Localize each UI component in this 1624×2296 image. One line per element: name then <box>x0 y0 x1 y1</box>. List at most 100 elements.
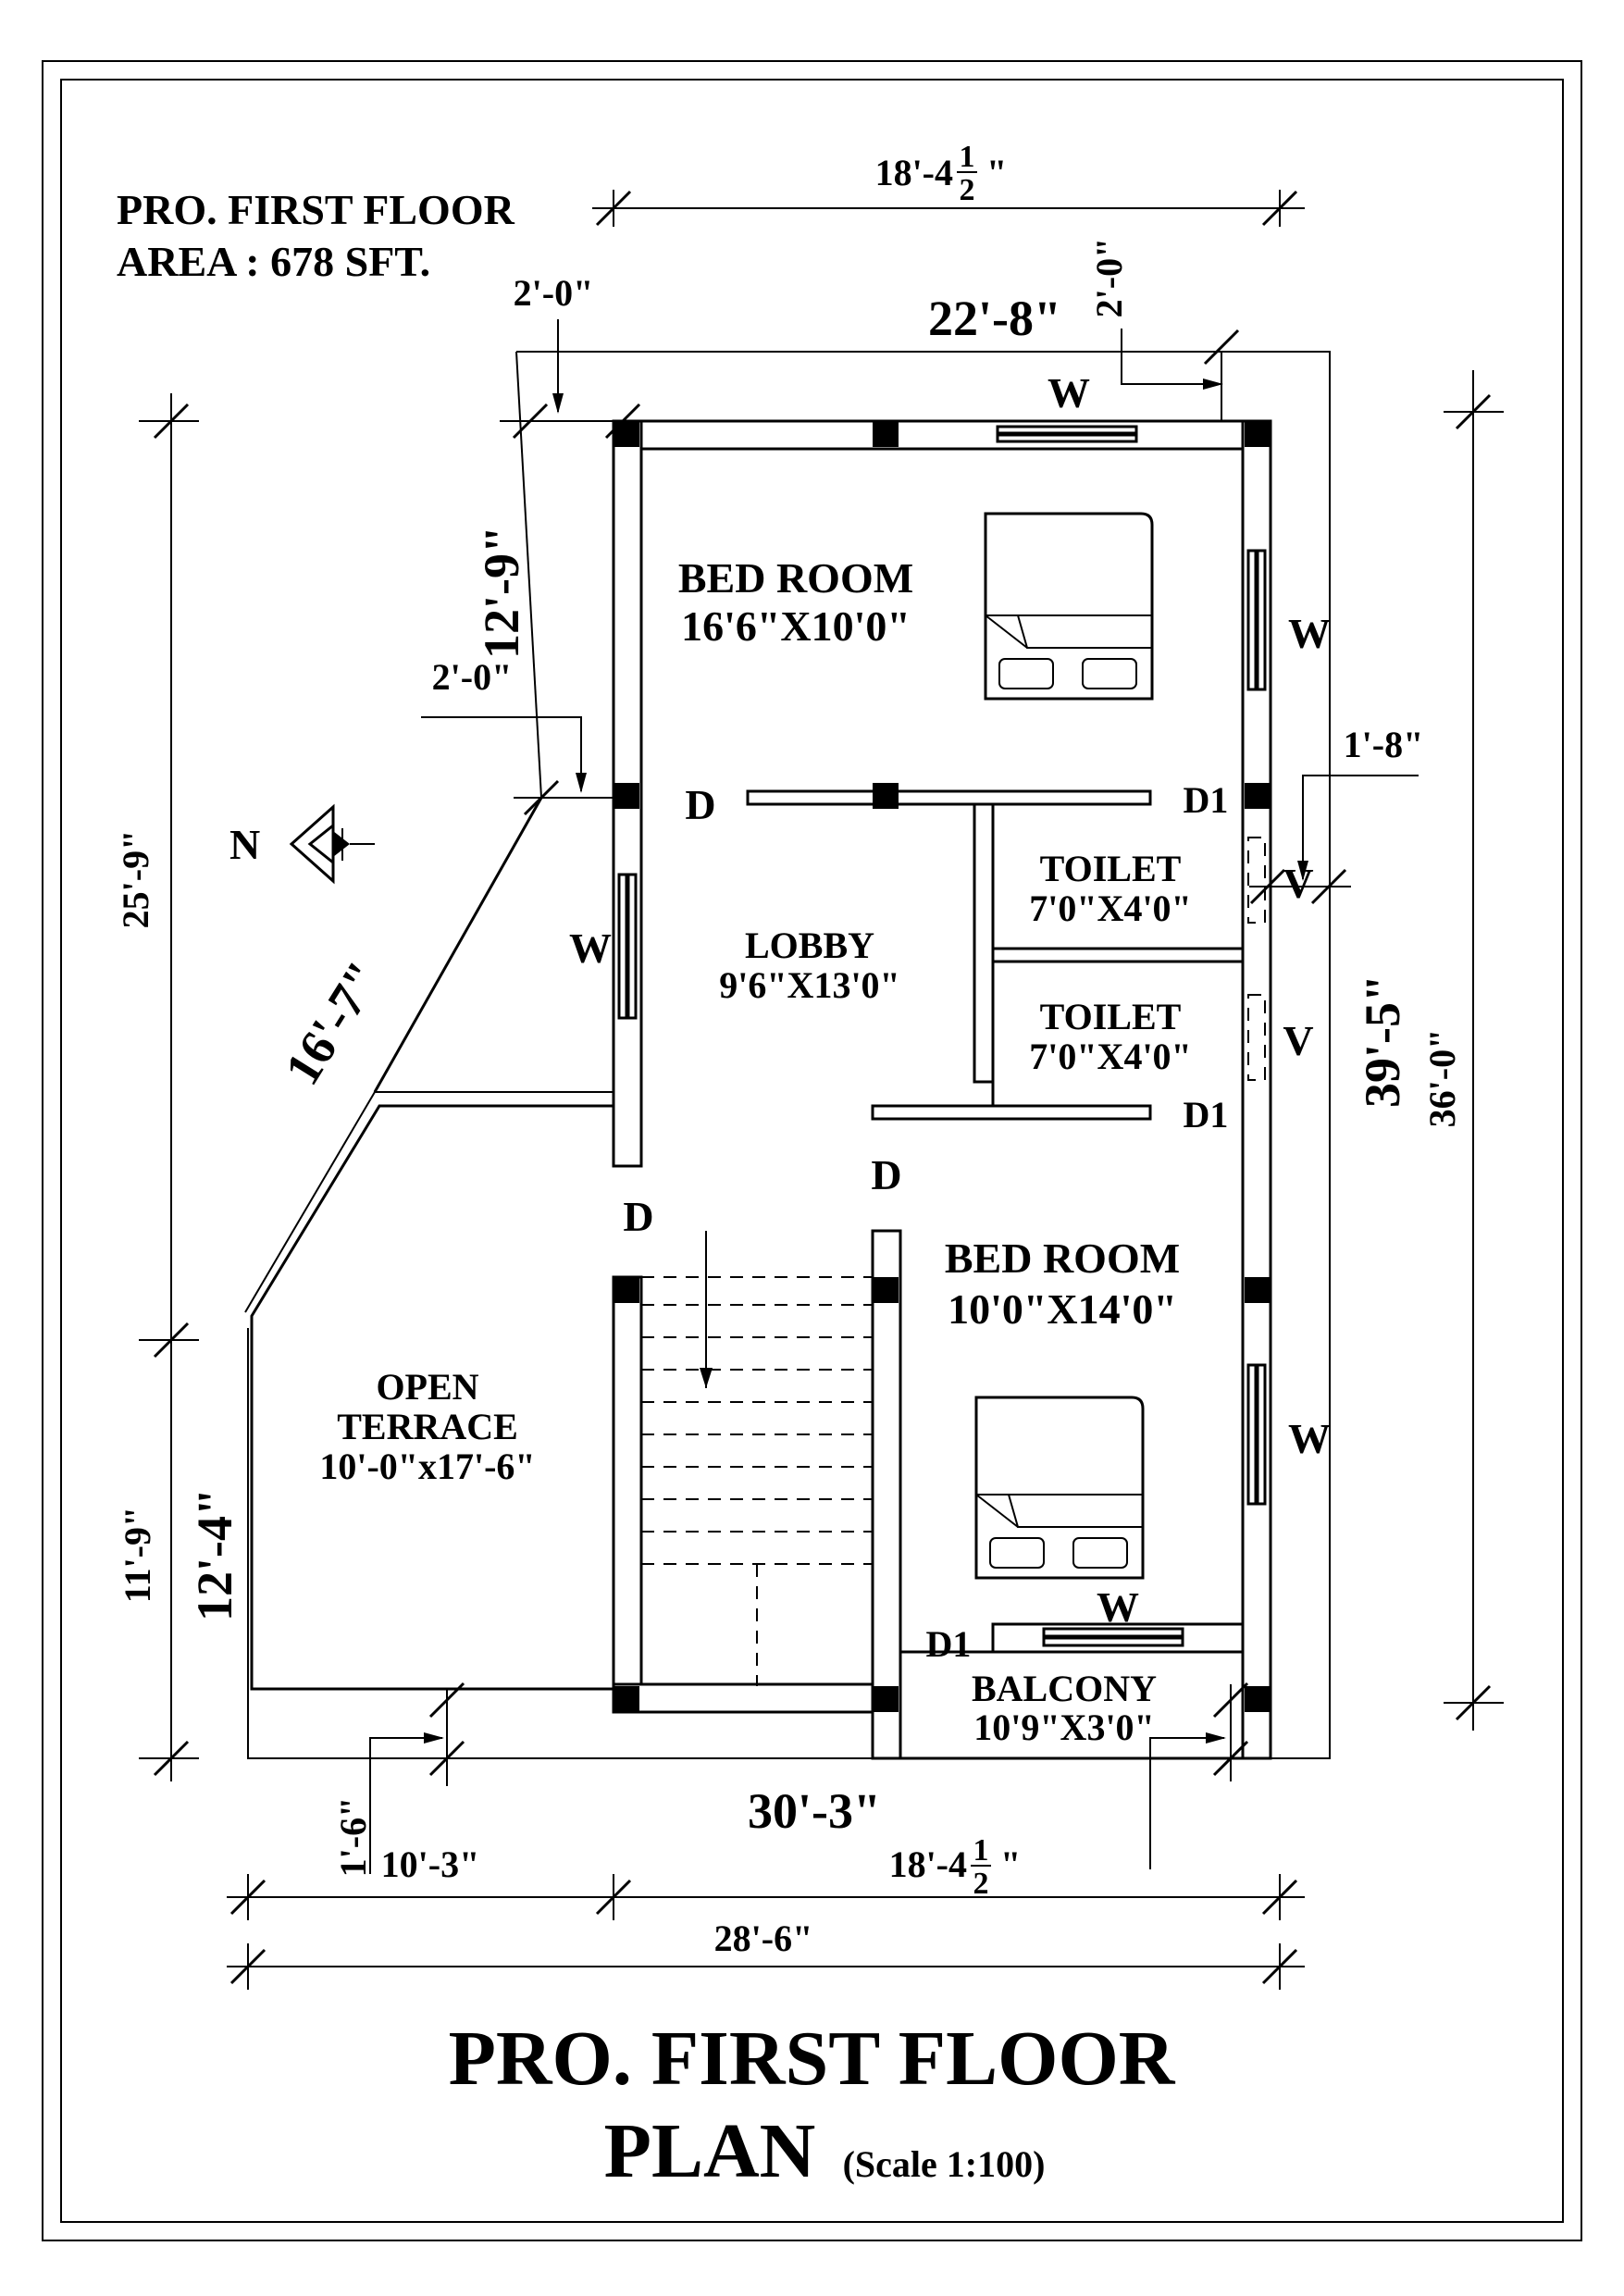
dim-left-12-4: 12'-4" <box>187 1488 242 1621</box>
dim-tick <box>523 779 560 816</box>
dim-left-11-9: 11'-9" <box>117 1507 158 1603</box>
leader-arrow <box>424 1732 444 1744</box>
leader-line <box>421 716 582 791</box>
plan-title-line2: PLAN <box>604 2108 816 2194</box>
dim-left-25-9: 25'-9" <box>115 830 156 929</box>
dim-bottom-18-4: 18'-4 <box>889 1843 967 1885</box>
door1-label: D1 <box>1184 1094 1229 1136</box>
top-wall <box>612 419 1272 451</box>
column <box>1245 783 1271 809</box>
dim-right-39-5: 39'-5" <box>1355 974 1410 1108</box>
dim-left-offset: 2'-0" <box>432 656 513 698</box>
vent-label: V <box>1283 860 1313 907</box>
fraction-denominator: 2 <box>960 173 975 207</box>
dim-bottom-10-3: 10'-3" <box>381 1843 480 1885</box>
leader-arrow <box>552 393 564 414</box>
dim-bottom-offset: 1'-6" <box>332 1797 374 1878</box>
inch-mark: " <box>1000 1843 1021 1885</box>
open-terrace-size: 10'-0"x17'-6" <box>319 1446 535 1487</box>
slab-outline-left <box>515 351 542 799</box>
fraction-numerator: 1 <box>960 140 975 174</box>
dim-tick <box>1212 1740 1249 1777</box>
window-bed1-right <box>1246 549 1267 691</box>
open-terrace-name-2: TERRACE <box>337 1406 518 1447</box>
window-label: W <box>1288 1415 1331 1462</box>
inch-mark: " <box>986 152 1007 193</box>
plan-scale: (Scale 1:100) <box>843 2143 1046 2185</box>
fraction-numerator: 1 <box>973 1833 989 1868</box>
lobby-size: 9'6"X13'0" <box>719 964 900 1006</box>
header-area: AREA : 678 SFT. <box>117 238 430 285</box>
dim-bottom-row-1 <box>227 1874 1305 1920</box>
outer-border <box>42 60 1582 2241</box>
dim-right-36-0: 36'-0" <box>1421 1029 1463 1128</box>
bed-icon <box>984 512 1154 701</box>
dim-toilet-offset: 1'-8" <box>1344 724 1424 765</box>
toilet-bottom-wall <box>871 1104 1152 1121</box>
dim-bottom-30-3: 30'-3" <box>748 1783 881 1839</box>
column <box>873 1686 899 1712</box>
toilet-divider-wall <box>991 947 1245 963</box>
dim-tick <box>512 403 549 440</box>
toilet-2-name: TOILET <box>1040 996 1182 1037</box>
dim-tick <box>428 1740 465 1777</box>
column <box>614 783 639 809</box>
toilet-left-wall <box>973 802 995 1084</box>
column <box>873 783 899 809</box>
window-label: W <box>1048 369 1090 416</box>
vent-label: V <box>1283 1017 1313 1064</box>
balcony-name: BALCONY <box>972 1668 1157 1709</box>
dim-top-18-4-label: 18'-4 <box>875 152 953 193</box>
plan-title-line1: PRO. FIRST FLOOR <box>449 2016 1176 2102</box>
terrace-diagonal-wall <box>373 797 543 1093</box>
leader-line <box>369 1737 442 1874</box>
bed-icon <box>974 1396 1145 1580</box>
fraction-denominator: 2 <box>973 1867 989 1901</box>
window-bed2-right <box>1246 1363 1267 1506</box>
door1-label: D1 <box>1184 779 1229 821</box>
slab-outline <box>247 351 1331 1759</box>
column <box>1245 1686 1271 1712</box>
dim-tick <box>1203 329 1240 366</box>
stair-right-wall <box>871 1229 902 1760</box>
dim-left-12-9: 12'-9" <box>474 526 529 659</box>
leader-arrow <box>576 773 587 793</box>
dim-tick <box>428 1682 465 1719</box>
window-bed2-bottom <box>1042 1627 1184 1647</box>
dim-tick <box>1212 1682 1249 1719</box>
leader-line <box>1302 775 1419 879</box>
open-terrace-name-1: OPEN <box>376 1366 478 1408</box>
bed-room-1-name: BED ROOM <box>678 554 913 602</box>
toilet-1-size: 7'0"X4'0" <box>1029 887 1192 929</box>
balcony-outline <box>899 1650 1245 1760</box>
balcony-size: 10'9"X3'0" <box>973 1706 1155 1748</box>
window-label: W <box>569 925 612 972</box>
north-arrow-icon <box>289 803 375 885</box>
dim-right-vertical <box>1444 370 1504 1731</box>
door1-label: D1 <box>926 1623 972 1665</box>
column <box>1245 1277 1271 1303</box>
leader-arrow <box>1297 861 1308 881</box>
dim-left-vertical <box>139 393 199 1781</box>
column <box>614 1686 639 1712</box>
ventilator-toilet-2 <box>1247 994 1266 1081</box>
dim-bottom-28-6: 28'-6" <box>714 1917 813 1959</box>
staircase <box>641 1231 873 1686</box>
dim-offset-top-right: 2'-0" <box>1088 238 1130 318</box>
dim-tick <box>1310 868 1347 905</box>
inner-border <box>60 79 1564 2223</box>
dim-offset-top-left: 2'-0" <box>514 272 594 314</box>
leader-arrow <box>1206 1732 1226 1744</box>
window-label: W <box>1097 1583 1139 1631</box>
door-label: D <box>871 1151 901 1198</box>
north-label: N <box>229 821 260 868</box>
terrace-outer-wall <box>250 1104 614 1691</box>
window-lobby-left <box>617 873 638 1020</box>
bed1-bottom-wall <box>746 789 1152 806</box>
header-title: PRO. FIRST FLOOR <box>117 186 515 233</box>
toilet-1-name: TOILET <box>1040 848 1182 889</box>
window-label: W <box>1288 610 1331 657</box>
column <box>873 1277 899 1303</box>
column <box>614 1277 639 1303</box>
